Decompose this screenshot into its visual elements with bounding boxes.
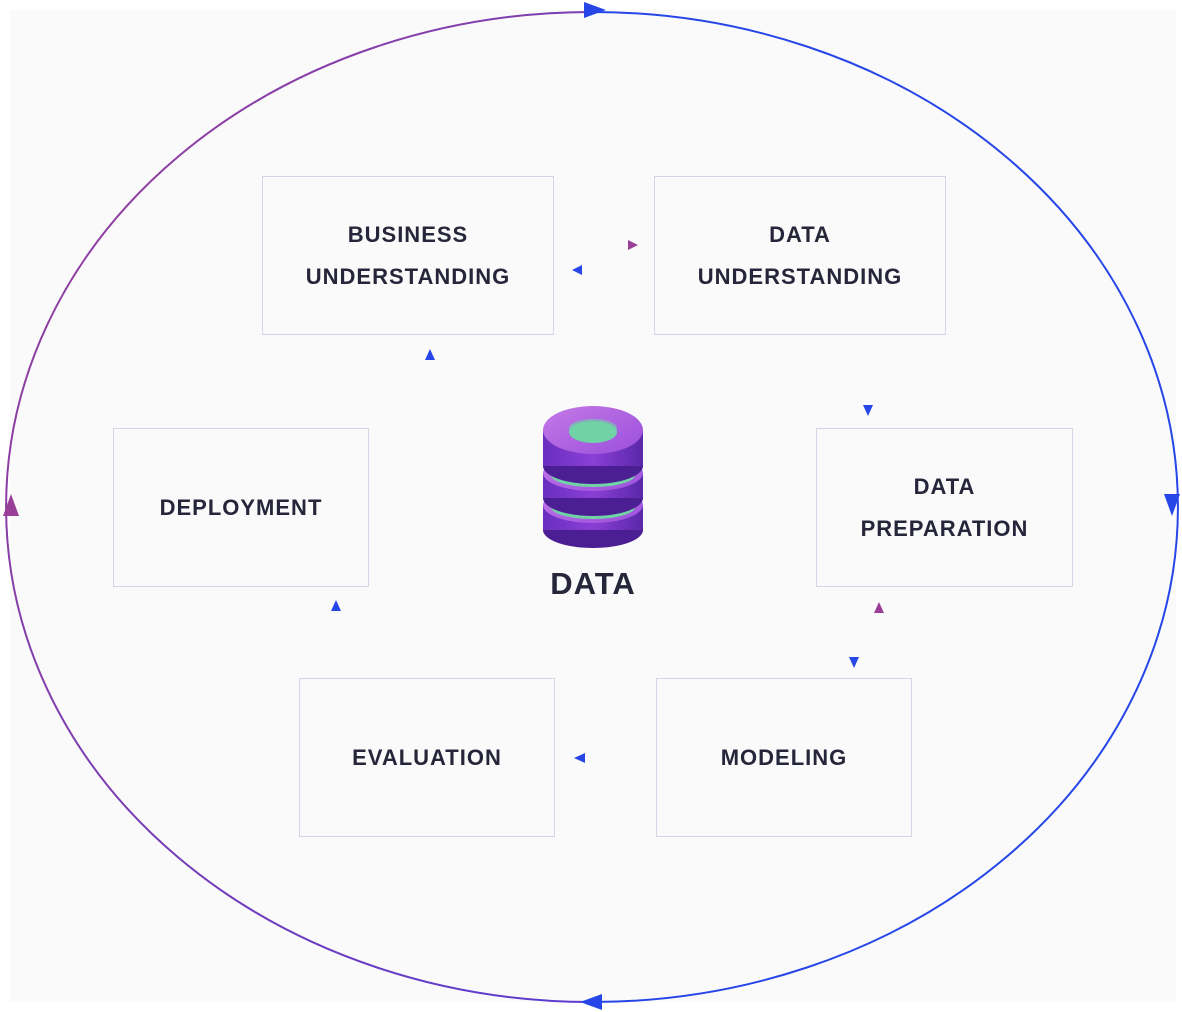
- cycle-arc-right: [591, 11, 1179, 1003]
- phase-label: BUSINESS UNDERSTANDING: [305, 221, 511, 289]
- phase-label: DEPLOYMENT: [159, 494, 323, 520]
- cycle-arrowhead-top: [584, 2, 606, 18]
- arrowhead: [574, 753, 585, 763]
- phase-label: DATA PREPARATION: [860, 473, 1029, 541]
- phase-deployment: DEPLOYMENT: [113, 428, 369, 587]
- phase-label: MODELING: [720, 744, 848, 770]
- cycle-arc-left: [5, 11, 593, 1003]
- arrowhead: [628, 240, 638, 250]
- cycle-arrowhead-bottom: [580, 994, 602, 1010]
- arrowhead: [572, 265, 582, 275]
- arrowhead: [863, 405, 873, 416]
- arrowhead: [331, 600, 341, 611]
- phase-data-understanding: DATA UNDERSTANDING: [654, 176, 946, 335]
- data-center-label: DATA: [550, 566, 636, 601]
- arrowhead: [849, 657, 859, 668]
- cycle-arrowhead-right: [1164, 494, 1180, 516]
- phase-modeling: MODELING: [656, 678, 912, 837]
- phase-business-understanding: BUSINESS UNDERSTANDING: [262, 176, 554, 335]
- phase-label: EVALUATION: [352, 744, 502, 770]
- phase-data-preparation: DATA PREPARATION: [816, 428, 1073, 587]
- phase-label: DATA UNDERSTANDING: [697, 221, 903, 289]
- cycle-arrowhead-left: [3, 494, 19, 516]
- arrowhead: [425, 349, 435, 360]
- phase-evaluation: EVALUATION: [299, 678, 555, 837]
- database-icon: [543, 406, 643, 548]
- arrowhead: [874, 602, 884, 613]
